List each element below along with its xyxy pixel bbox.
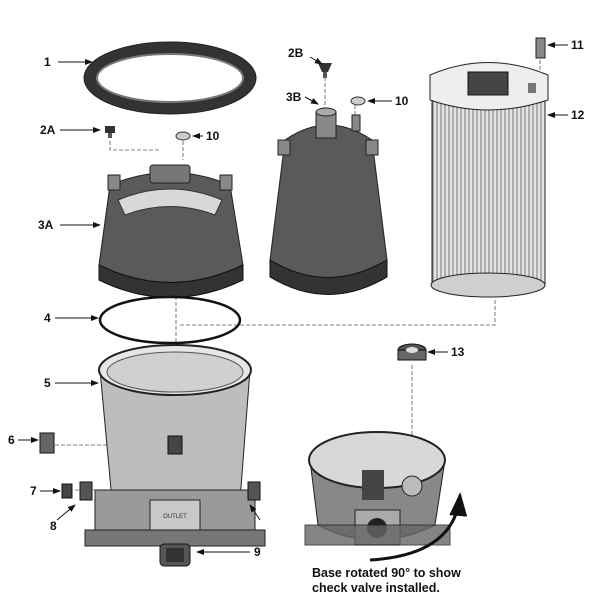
caption-line-1: Base rotated 90° to show <box>312 566 461 580</box>
drain-plug <box>39 432 55 454</box>
air-relief-valve-b <box>318 63 332 78</box>
part-11 <box>535 37 546 59</box>
label-2a: 2A <box>40 123 56 137</box>
label-5: 5 <box>44 376 51 390</box>
union-fitting <box>159 543 191 567</box>
label-7: 7 <box>30 484 37 498</box>
rotation-arrow <box>369 492 468 562</box>
label-4: 4 <box>44 311 51 325</box>
gauge-plug-a <box>175 131 191 141</box>
air-relief-valve-a <box>105 126 115 138</box>
label-1: 1 <box>44 55 51 69</box>
label-8: 8 <box>50 519 57 533</box>
check-valve <box>397 343 427 361</box>
filter-lid-a <box>98 164 244 298</box>
locking-ring <box>83 41 257 115</box>
label-9: 9 <box>254 545 261 559</box>
filter-cartridge <box>429 62 549 298</box>
label-12: 12 <box>571 108 585 122</box>
part-7 <box>61 483 73 499</box>
outlet-label: OUTLET <box>163 514 187 520</box>
label-3b: 3B <box>286 90 302 104</box>
label-10-left: 10 <box>206 129 220 143</box>
part-8 <box>79 481 93 501</box>
part-side <box>247 481 261 501</box>
label-3a: 3A <box>38 218 54 232</box>
label-6: 6 <box>8 433 15 447</box>
gauge-plug-b <box>350 96 366 106</box>
label-10-right: 10 <box>395 94 409 108</box>
tank-o-ring <box>98 295 242 345</box>
caption-line-2: check valve installed. <box>312 581 440 595</box>
label-13: 13 <box>451 345 465 359</box>
filter-tank: OUTLET <box>84 344 266 547</box>
filter-lid-b <box>269 107 388 295</box>
rotated-base <box>304 431 451 546</box>
label-2b: 2B <box>288 46 304 60</box>
leader-lines <box>18 42 568 555</box>
label-11: 11 <box>571 38 584 52</box>
